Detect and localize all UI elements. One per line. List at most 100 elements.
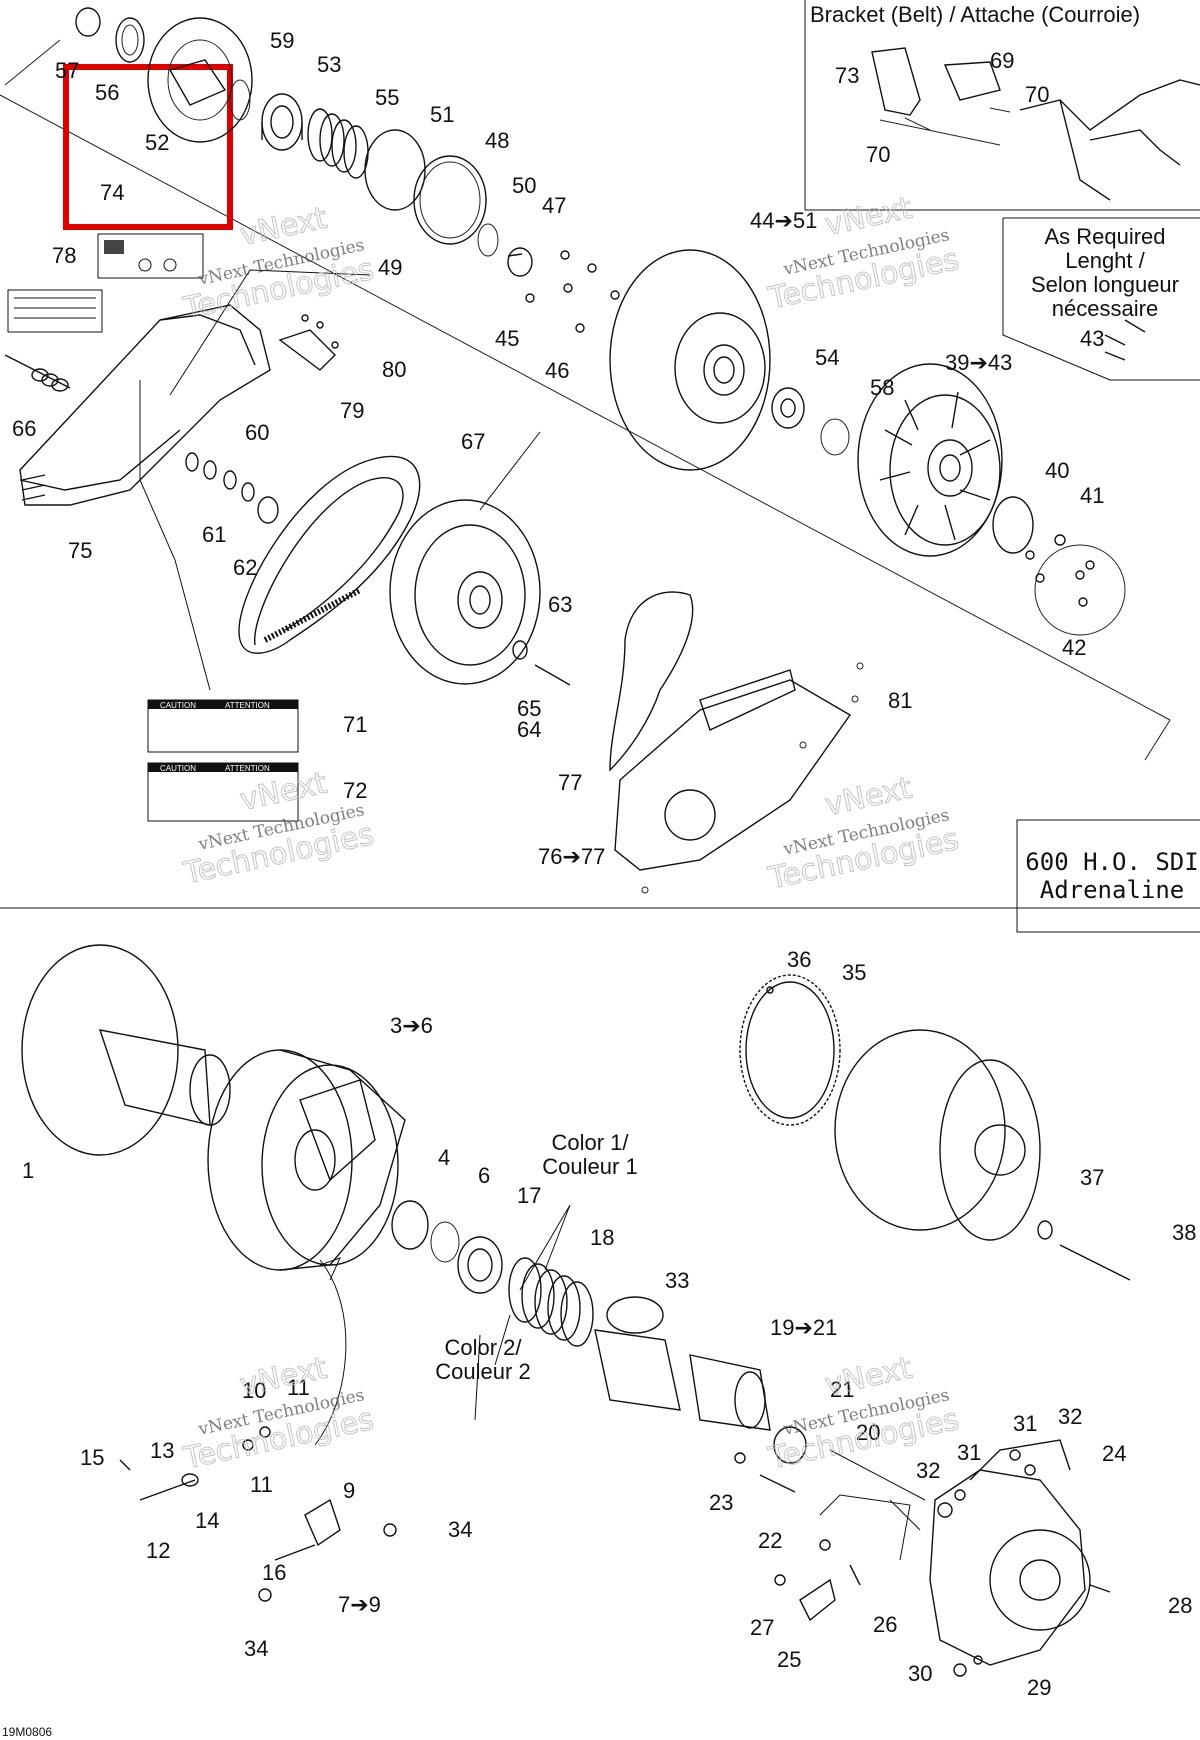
bottom-callout: 32 [916, 1458, 940, 1483]
top-callout: 65 [517, 696, 541, 721]
bottom-callout: 28 [1168, 1593, 1192, 1618]
top-callout: 42 [1062, 635, 1086, 660]
top-callout: 43 [1080, 326, 1104, 351]
bottom-callout: 10 [242, 1378, 266, 1403]
top-callout: 47 [542, 193, 566, 218]
callout-numbers: 57565274595355514850474944➔5178807945466… [12, 28, 1196, 1700]
svg-text:Color 2/: Color 2/ [444, 1335, 522, 1360]
top-callout: 74 [100, 180, 124, 205]
reference-code: 19M0806 [2, 1725, 52, 1739]
bottom-callout: 3➔6 [390, 1013, 433, 1038]
bottom-callout: 19➔21 [770, 1315, 837, 1340]
bottom-callout: 31 [957, 1440, 981, 1465]
bottom-callout: 20 [856, 1420, 880, 1445]
bottom-callout: 16 [262, 1560, 286, 1585]
top-callout: 49 [378, 255, 402, 280]
top-callout: 69 [990, 48, 1014, 73]
top-callout: 76➔77 [538, 844, 605, 869]
top-callout: 57 [55, 58, 79, 83]
top-callout: 73 [835, 63, 859, 88]
svg-text:Color 1/: Color 1/ [551, 1130, 629, 1155]
top-callout: 53 [317, 52, 341, 77]
belt-guard-parts: CAUTION ATTENTION CAUTION ATTENTION [4, 233, 864, 894]
top-callout: 51 [430, 102, 454, 127]
bottom-callout: 12 [146, 1538, 170, 1563]
bottom-callout: 23 [709, 1490, 733, 1515]
svg-text:ATTENTION: ATTENTION [225, 701, 270, 710]
top-callout: 78 [52, 243, 76, 268]
bottom-callout: 21 [830, 1377, 854, 1402]
top-callout: 52 [145, 130, 169, 155]
top-callout: 70 [866, 142, 890, 167]
bottom-callout: 27 [750, 1615, 774, 1640]
top-callout: 39➔43 [945, 350, 1012, 375]
bottom-callout: 13 [150, 1438, 174, 1463]
top-callout: 62 [233, 555, 257, 580]
assembly-guides [139, 269, 926, 1561]
top-callout: 61 [202, 522, 226, 547]
bottom-callout: 33 [665, 1268, 689, 1293]
top-callout: 41 [1080, 483, 1104, 508]
bottom-callout: 1 [22, 1158, 34, 1183]
belt-bracket-parts [871, 47, 1200, 201]
svg-text:Selon longueur: Selon longueur [1031, 272, 1179, 297]
bottom-callout: 34 [244, 1636, 268, 1661]
top-callout: 66 [12, 416, 36, 441]
bottom-callout: 25 [777, 1647, 801, 1672]
svg-text:Adrenaline: Adrenaline [1040, 876, 1185, 904]
bottom-callout: 9 [343, 1478, 355, 1503]
bottom-callout: 7➔9 [338, 1592, 381, 1617]
bottom-callout: 6 [478, 1163, 490, 1188]
bottom-callout: 11 [287, 1375, 310, 1400]
svg-text:ATTENTION: ATTENTION [225, 764, 270, 773]
bottom-callout: 17 [517, 1183, 541, 1208]
bottom-callout: 30 [908, 1661, 932, 1686]
bottom-callout: 4 [438, 1145, 450, 1170]
svg-text:600 H.O. SDI: 600 H.O. SDI [1025, 848, 1198, 876]
top-callout: 55 [375, 85, 399, 110]
top-callout: 50 [512, 173, 536, 198]
top-callout: 70 [1025, 82, 1049, 107]
bottom-callout: 36 [787, 947, 811, 972]
top-callout: 80 [382, 357, 406, 382]
svg-text:As Required: As Required [1044, 224, 1165, 249]
bottom-callout: 32 [1058, 1404, 1082, 1429]
frame-lines [0, 0, 1200, 933]
top-callout: 59 [270, 28, 294, 53]
top-callout: 64 [517, 717, 541, 742]
bottom-callout: 31 [1013, 1411, 1037, 1436]
top-callout: 54 [815, 345, 839, 370]
bottom-callout: 11 [250, 1472, 273, 1497]
top-callout: 72 [343, 778, 367, 803]
top-callout: 67 [461, 429, 485, 454]
model-box: 600 H.O. SDI Adrenaline [1025, 848, 1198, 904]
bracket-box-title: Bracket (Belt) / Attache (Courroie) [810, 2, 1140, 27]
top-callout: 45 [495, 326, 519, 351]
top-callout: 79 [340, 398, 364, 423]
bottom-callout: 26 [873, 1612, 897, 1637]
bottom-callout: 29 [1027, 1675, 1051, 1700]
top-callout: 81 [888, 688, 912, 713]
top-callout: 75 [68, 538, 92, 563]
top-callout: 60 [245, 420, 269, 445]
bottom-callout: 15 [80, 1445, 104, 1470]
top-callout: 71 [343, 712, 367, 737]
top-callout: 58 [870, 375, 894, 400]
svg-text:CAUTION: CAUTION [160, 764, 196, 773]
drive-pulley-cover-parts [75, 7, 1146, 636]
bottom-callout: 37 [1080, 1165, 1104, 1190]
svg-text:Couleur 2: Couleur 2 [435, 1359, 530, 1384]
top-callout: 48 [485, 128, 509, 153]
bottom-callout: 22 [758, 1528, 782, 1553]
as-required-box: As Required Lenght / Selon longueur néce… [1031, 224, 1179, 321]
bottom-callout: 14 [195, 1508, 219, 1533]
top-callout: 40 [1045, 458, 1069, 483]
top-callout: 56 [95, 80, 119, 105]
highlight-box [63, 64, 233, 230]
top-callout: 46 [545, 358, 569, 383]
